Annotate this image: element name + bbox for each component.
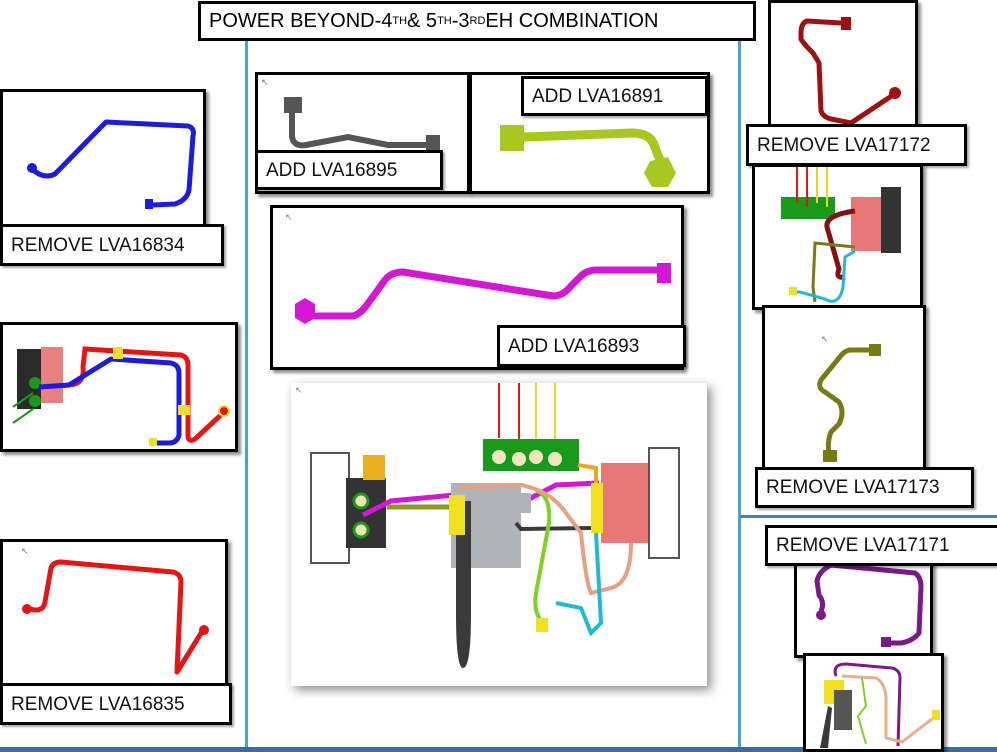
blue-pipe-illustration [27,119,196,209]
assembly-image-center: ↖ [291,383,707,686]
title-text: & 5 [407,9,438,32]
cursor-icon: ↖ [261,77,269,87]
part-image-lva17173: ↖ [762,305,926,470]
olive-pipe-illustration [817,344,881,462]
gray-pipe-illustration [284,97,440,151]
title-sup: RD [469,15,486,27]
assembly-image-right [752,164,923,310]
cursor-icon: ↖ [285,212,293,222]
cursor-icon: ↖ [295,385,303,395]
part-label: REMOVE LVA17172 [746,124,967,166]
part-label: REMOVE LVA16834 [0,224,224,266]
cursor-icon: ↖ [821,334,829,344]
hydraulic-assembly-illustration [310,383,680,668]
part-label: REMOVE LVA17173 [755,467,974,508]
bottom-bar [0,747,997,752]
assembly-illustration [820,662,940,748]
part-label: REMOVE LVA16835 [0,683,232,725]
assembly-image-left [0,322,238,452]
left-divider [245,40,248,752]
part-label: ADD LVA16891 [521,76,708,116]
right-divider [738,40,741,752]
title-text: POWER BEYOND-4 [209,9,393,32]
part-label: ADD LVA16895 [255,150,443,190]
purple-pipe-illustration [814,562,924,647]
part-image-lva16834 [0,89,206,229]
part-image-lva16835: ↖ [0,539,228,689]
red-pipe-illustration [22,559,209,675]
title-sup: TH [437,15,452,27]
assembly-illustration [781,167,901,303]
right-horizontal-divider [740,515,997,518]
title-sup: TH [392,15,408,27]
cursor-icon: ↖ [21,546,29,556]
magenta-pipe-illustration [295,263,671,324]
assembly-illustration [12,346,230,446]
lime-pipe-illustration [500,125,676,187]
part-image-lva17172 [768,0,918,130]
part-image-lva17171 [794,558,933,658]
title-text: EH COMBINATION [485,9,659,32]
part-label: REMOVE LVA17171 [765,525,997,566]
title-text: -3 [451,9,470,32]
dark-red-pipe-illustration [798,17,901,126]
part-label: ADD LVA16893 [497,325,686,367]
assembly-image-right-bottom [803,653,944,752]
